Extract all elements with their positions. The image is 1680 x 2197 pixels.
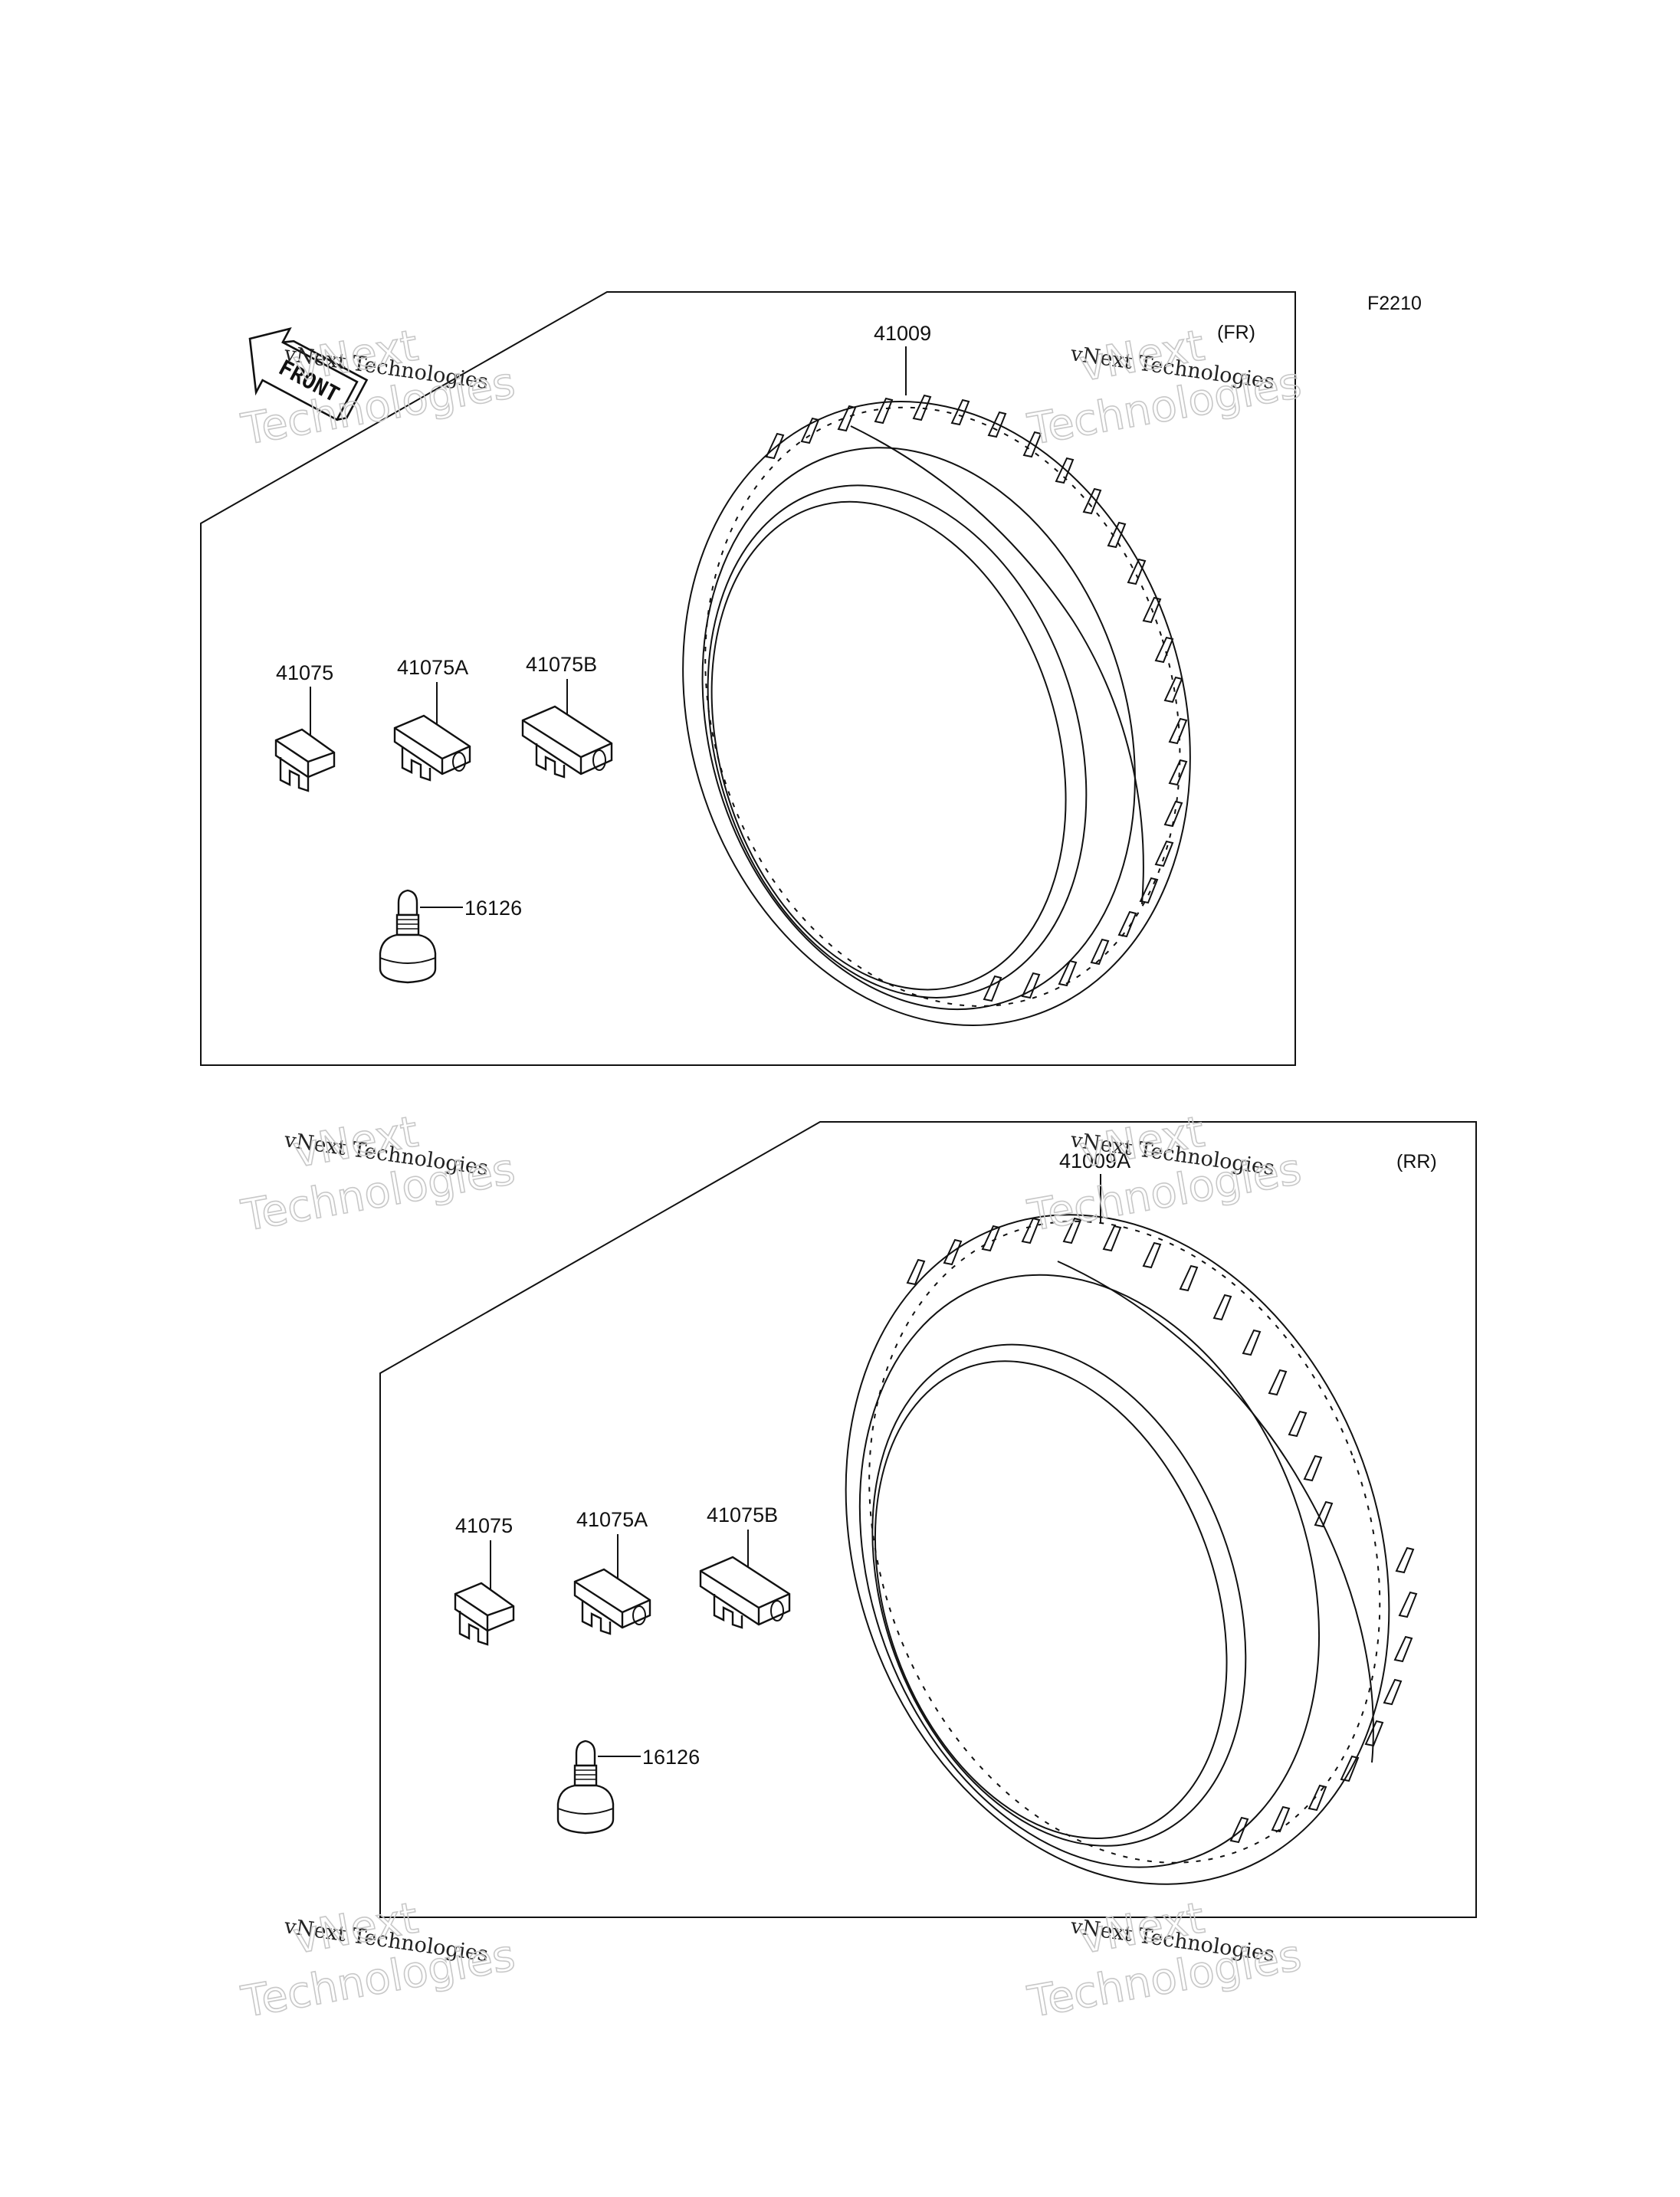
rear-weight-2 — [573, 1568, 651, 1635]
front-weight-3-label: 41075B — [526, 653, 597, 676]
watermark-6-big: vNext Technologies — [1023, 1893, 1305, 2028]
watermark-2-big: vNext Technologies — [1023, 320, 1305, 456]
front-weight-1-label: 41075 — [276, 661, 333, 684]
rear-valve — [556, 1740, 615, 1835]
rear-tire — [845, 1214, 1417, 1885]
rear-panel-border — [379, 1121, 1477, 1918]
front-weight-1 — [274, 728, 336, 792]
figure-code: F2210 — [1367, 293, 1422, 314]
rear-tag: (RR) — [1396, 1151, 1437, 1172]
front-tag: (FR) — [1217, 322, 1255, 343]
rear-tire-label: 41009A — [1059, 1149, 1130, 1172]
front-valve — [379, 889, 437, 984]
front-weight-2 — [393, 714, 471, 782]
front-tire — [682, 395, 1191, 1026]
rear-weight-1-label: 41075 — [455, 1514, 513, 1537]
front-weight-2-label: 41075A — [397, 656, 468, 679]
rear-valve-label: 16126 — [642, 1746, 700, 1769]
front-section: FRONT (FR) — [200, 291, 1296, 1066]
rear-weight-1 — [454, 1582, 515, 1646]
watermark-4-big: vNext Technologies — [1023, 1107, 1305, 1242]
front-weight-3 — [521, 705, 613, 779]
watermark-5-big: vNext Technologies — [237, 1893, 519, 2028]
rear-section: (RR) — [379, 1121, 1477, 1918]
watermark-3-big: vNext Technologies — [237, 1107, 519, 1242]
front-panel-border — [200, 291, 1296, 1066]
front-tire-label: 41009 — [874, 322, 931, 345]
rear-weight-2-label: 41075A — [576, 1508, 648, 1531]
rear-weight-3 — [699, 1556, 791, 1629]
front-valve-label: 16126 — [464, 897, 522, 920]
rear-weight-3-label: 41075B — [707, 1503, 778, 1526]
